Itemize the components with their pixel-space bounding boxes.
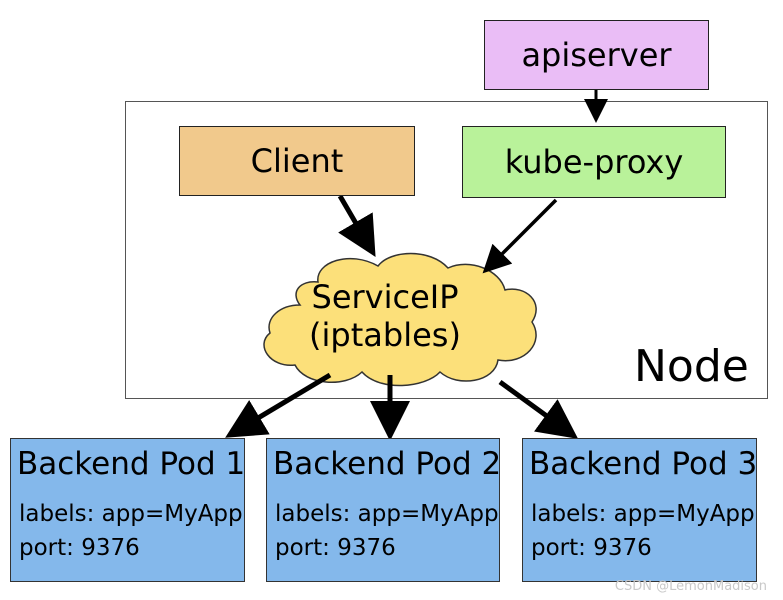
- node-label: Node: [634, 341, 749, 392]
- service-ip-line1: ServiceIP: [311, 278, 459, 316]
- pod-port: port: 9376: [19, 535, 140, 561]
- service-ip-line2: (iptables): [309, 316, 461, 355]
- pod-port: port: 9376: [531, 535, 652, 561]
- backend-pod-2: Backend Pod 2 labels: app=MyApp port: 93…: [266, 438, 502, 582]
- client-label: Client: [250, 142, 344, 180]
- pod-title: Backend Pod 2: [273, 446, 502, 482]
- arrow-serviceip-pod1: [225, 372, 332, 438]
- arrow-client-serviceip: [337, 194, 376, 257]
- apiserver-label: apiserver: [521, 36, 672, 74]
- pod-title: Backend Pod 1: [17, 446, 246, 482]
- pod-labels: labels: app=MyApp: [275, 501, 499, 527]
- backend-pod-1: Backend Pod 1 labels: app=MyApp port: 93…: [10, 438, 245, 582]
- apiserver-box: apiserver: [484, 20, 709, 90]
- kube-proxy-box: kube-proxy: [462, 126, 726, 198]
- service-ip-cloud: [263, 252, 537, 387]
- backend-pod-3: Backend Pod 3 labels: app=MyApp port: 93…: [522, 438, 757, 582]
- client-box: Client: [179, 126, 415, 196]
- pod-port: port: 9376: [275, 535, 396, 561]
- service-ip-label: ServiceIP (iptables): [265, 278, 505, 355]
- kube-proxy-label: kube-proxy: [504, 143, 684, 181]
- pod-labels: labels: app=MyApp: [19, 501, 243, 527]
- pod-title: Backend Pod 3: [529, 446, 758, 482]
- pod-labels: labels: app=MyApp: [531, 501, 755, 527]
- arrow-serviceip-pod3: [498, 379, 579, 439]
- watermark-text: CSDN @LemonMadison: [614, 579, 767, 594]
- arrow-kubeproxy-serviceip: [482, 198, 558, 274]
